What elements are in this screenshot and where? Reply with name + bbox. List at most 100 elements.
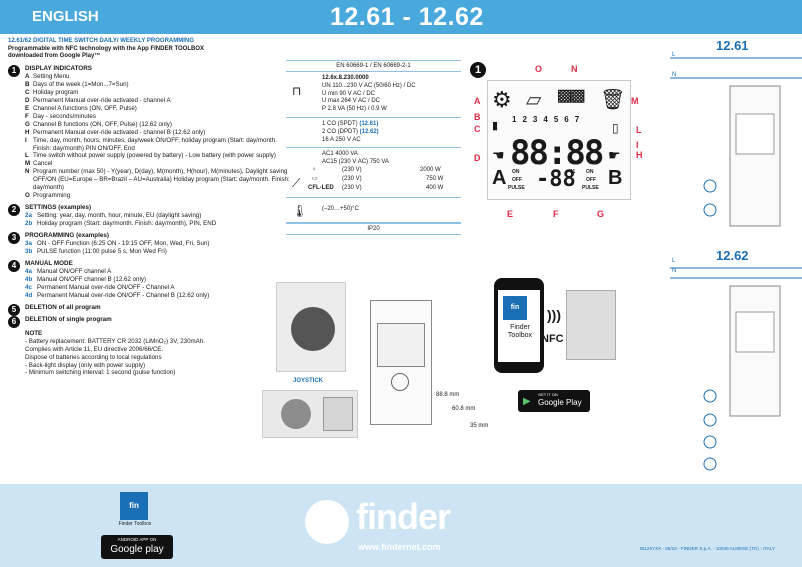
lamp-icon: [703, 179, 717, 193]
load-row-fluorescent: ▭ (230 V) 750 W: [312, 176, 461, 185]
fluorescent-icon: ▭: [312, 175, 318, 182]
step-key: 4b: [25, 275, 33, 283]
device-front: [370, 300, 432, 425]
line-label-n: N: [672, 72, 677, 78]
lamp-icon: ♀: [312, 166, 317, 173]
section-number: 3: [8, 231, 20, 244]
indicator-row: F Day - seconds/minutes: [25, 113, 290, 121]
device-outline-1261: [729, 85, 781, 227]
section-title: DELETION of single program: [25, 315, 112, 323]
contacts-block: 1 CO (SPDT) (12.61) 2 CO (DPDT) (12.62) …: [286, 118, 461, 149]
lcd-section-number: 1: [470, 62, 486, 78]
seconds-digits: -88: [536, 167, 576, 192]
note-line: - Back-light display (only with power su…: [25, 361, 146, 369]
finder-toolbox-app-icon: fin: [503, 296, 527, 320]
step-text: Holiday program (Start: day/month. Finis…: [37, 220, 217, 228]
dimension-depth: 60.8 mm: [452, 406, 476, 412]
thermometer-icon: 🌡: [292, 203, 308, 218]
gear-icon: ⚙: [492, 87, 512, 112]
program-number-segments: ▩▩: [558, 83, 585, 108]
android-app-caption: ANDROID APP ON: [117, 537, 157, 542]
ip-rating: IP20: [286, 222, 461, 235]
load-ac1: AC1 4000 VA: [322, 151, 358, 158]
indicator-key: F: [25, 112, 29, 120]
callout-e: E: [507, 209, 514, 219]
lamp-icon: [703, 413, 717, 427]
lamp-icon: [703, 389, 717, 403]
indicator-text: Permanent Manual over-ride activated - c…: [33, 96, 171, 104]
dimension-width: 35 mm: [470, 423, 489, 429]
google-play-icon: ▶: [523, 396, 531, 407]
indicator-text: Setting Menu: [33, 73, 70, 81]
indicator-key: D: [25, 96, 30, 104]
coil-icon: ⊓: [292, 84, 302, 98]
indicator-text: Day - seconds/minutes: [33, 112, 96, 120]
intro: 12.61/62 DIGITAL TIME SWITCH DAILY/ WEEK…: [8, 38, 290, 61]
load-row-led: CFL-LED (230 V) 400 W: [308, 185, 461, 194]
indicator-key: E: [25, 104, 30, 112]
indicator-key: H: [25, 128, 30, 136]
lamp-icon: [703, 435, 717, 449]
folder-icon: ▱: [526, 89, 542, 111]
website-link[interactable]: www.findernet.com: [358, 542, 441, 552]
imprint-text: IB126YXX - 05/16 - FINDER S.p.A. - 10040…: [640, 546, 776, 551]
indicator-text: Cancel: [33, 160, 53, 168]
ch-a-pulse: PULSE: [508, 185, 525, 191]
intro-line-1: 12.61/62 DIGITAL TIME SWITCH DAILY/ WEEK…: [8, 38, 194, 44]
lamp-icon: [703, 457, 717, 471]
device-screen: [377, 323, 425, 367]
device-screen-1261: [735, 113, 775, 155]
switch-icon: ⟋: [292, 176, 301, 191]
line-label-l: L: [672, 52, 676, 58]
hand-a-icon: ☚: [492, 147, 505, 163]
channel-b-label: B: [608, 167, 623, 189]
wiring-title-1262: 12.62: [716, 248, 749, 263]
step-text: Manual ON/OFF channel A: [37, 267, 112, 275]
lamp-icon: [703, 203, 717, 217]
android-app-badge[interactable]: ANDROID APP ON Google play: [101, 535, 173, 559]
contact-2co: 2 CO (DPDT): [322, 128, 360, 135]
section-number: 4: [8, 259, 20, 272]
battery-compartment: [291, 307, 335, 351]
indicator-text: Channel B functions (ON, OFF, Pulse) (12…: [33, 120, 172, 128]
note-line: Dispose of batteries according to local …: [25, 353, 162, 361]
indicator-key: G: [25, 120, 30, 128]
loads-block: ⟋ AC1 4000 VA AC15 (230 V AC) 750 VA ♀ (…: [286, 148, 461, 198]
step-text: ON - OFF Function (6:25 ON - 19:15 OFF, …: [37, 240, 210, 248]
wiring-title-1261: 12.61: [716, 38, 749, 53]
finder-toolbox-name: Finder Toolbox: [502, 324, 538, 341]
indicator-text: Program number (max 50) - Y(year), D(day…: [33, 168, 290, 192]
standards-row: EN 60669-1 / EN 60669-2-1: [286, 60, 461, 72]
intro-line-2: Programmable with NFC technology with th…: [8, 45, 205, 52]
contact-rating: 16 A 250 V AC: [322, 136, 361, 143]
indicator-text: Programming: [33, 192, 71, 200]
google-play-badge[interactable]: ▶ GET IT ON Google Play: [518, 390, 590, 412]
step-text: PULSE function (11:00 pulse 5 s, Mon Wed…: [37, 247, 167, 255]
specs-table: EN 60669-1 / EN 60669-2-1 ⊓ 12.6x.8.230.…: [286, 60, 461, 235]
joystick-directions: [323, 397, 353, 431]
clock-digits: 88:88: [510, 133, 604, 173]
ch-b-off: OFF: [586, 177, 596, 183]
temperature-range: (–20…+50)°C: [322, 205, 359, 212]
joystick-label: JOYSTICK: [293, 378, 324, 384]
nfc-label: NFC: [541, 333, 564, 345]
ch-b-on: ON: [586, 169, 594, 175]
section-number: 5: [8, 303, 20, 316]
section-title: DELETION of all program: [25, 303, 101, 311]
small-number: 11: [570, 169, 576, 175]
